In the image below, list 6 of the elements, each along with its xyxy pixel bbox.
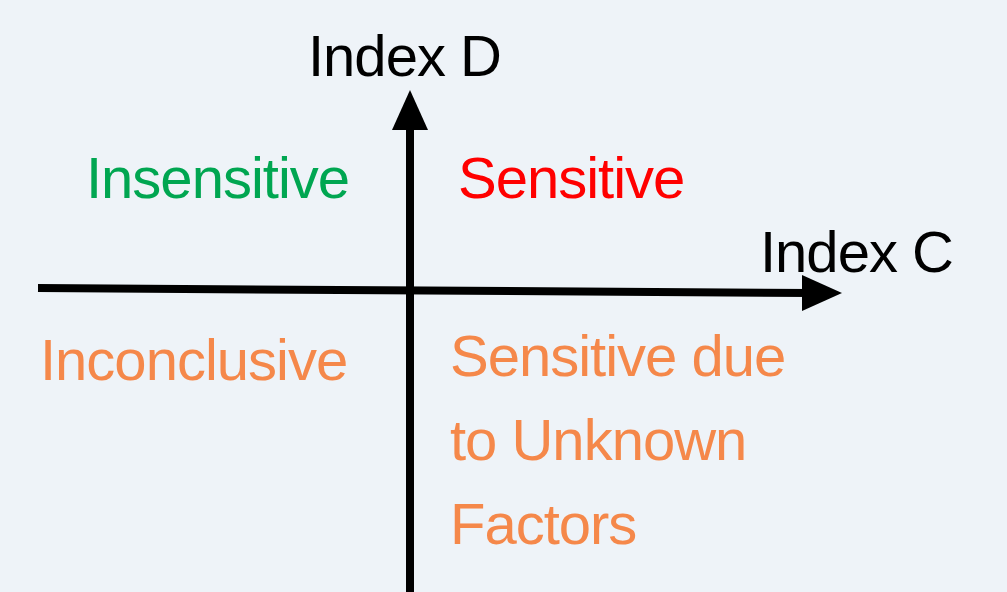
quadrant-label: Sensitive: [458, 144, 685, 212]
axis-label: Index C: [760, 218, 953, 286]
quadrant-label: Sensitive due to Unknown Factors: [450, 322, 787, 559]
axis-label: Index D: [308, 22, 501, 90]
quadrant-label: Insensitive: [86, 144, 350, 212]
quadrant-label: Inconclusive: [40, 326, 348, 394]
